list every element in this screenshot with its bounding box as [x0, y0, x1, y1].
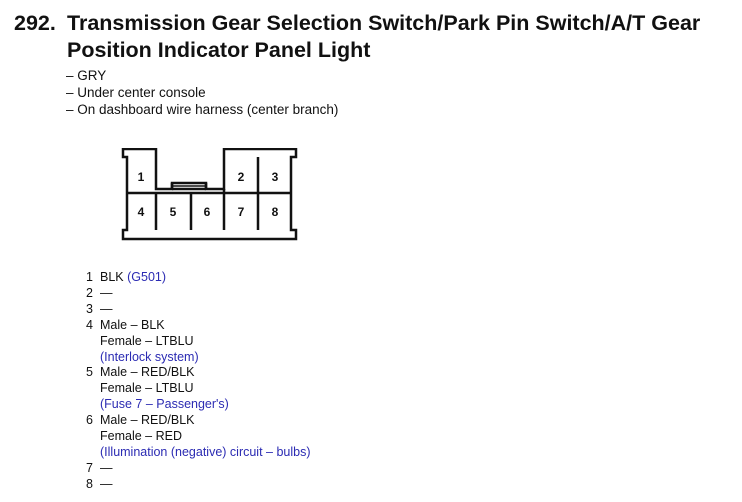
spec-location: – Under center console	[66, 85, 206, 100]
pin-body: Male – RED/BLK Female – RED (Illuminatio…	[100, 413, 311, 461]
pin-wire-male: Male – RED/BLK	[100, 365, 195, 380]
pin-body: —	[100, 286, 113, 302]
pin-number: 8	[86, 476, 93, 491]
pin-wire: —	[100, 301, 113, 316]
pin-body: —	[100, 477, 113, 493]
pin-item-4: 4 Male – BLK Female – LTBLU (Interlock s…	[86, 318, 311, 366]
title-number-spacer	[14, 37, 67, 64]
pin-item-6: 6 Male – RED/BLK Female – RED (Illuminat…	[86, 413, 311, 461]
pin-body: BLK (G501)	[100, 270, 166, 286]
pin-wire: —	[100, 476, 113, 491]
pin-item-7: 7 —	[86, 461, 311, 477]
connector-specs: – GRY – Under center console – On dashbo…	[66, 67, 338, 118]
pin-list: 1 BLK (G501) 2 — 3 — 4 Male – BLK Female…	[86, 270, 311, 493]
pin-item-1: 1 BLK (G501)	[86, 270, 311, 286]
pin-label-8: 8	[272, 205, 279, 219]
pin-label-5: 5	[170, 205, 177, 219]
pin-wire-male: Male – RED/BLK	[100, 413, 195, 428]
pin-body: Male – RED/BLK Female – LTBLU (Fuse 7 – …	[100, 365, 229, 413]
pin-label-7: 7	[238, 205, 245, 219]
pin-number: 5	[86, 365, 93, 380]
pin-item-5: 5 Male – RED/BLK Female – LTBLU (Fuse 7 …	[86, 365, 311, 413]
title-line-2: Position Indicator Panel Light	[67, 38, 371, 62]
connector-inner-walls	[127, 157, 291, 230]
title-row-1: 292. Transmission Gear Selection Switch/…	[14, 10, 734, 37]
pin-label-3: 3	[272, 170, 279, 184]
spec-color: – GRY	[66, 68, 107, 83]
page-title: 292. Transmission Gear Selection Switch/…	[14, 10, 734, 64]
pin-number: 4	[86, 317, 93, 332]
pin-circuit-link[interactable]: (Fuse 7 – Passenger's)	[100, 397, 229, 412]
pin-wire-male: Male – BLK	[100, 317, 165, 332]
connector-diagram: 1 2 3 4 5 6 7 8	[121, 148, 298, 241]
pin-label-4: 4	[138, 205, 145, 219]
spec-harness: – On dashboard wire harness (center bran…	[66, 102, 339, 117]
pin-desc-line: BLK (G501)	[100, 270, 166, 286]
pin-wire-female: Female – LTBLU	[100, 333, 194, 348]
pin-wire: —	[100, 285, 113, 300]
pin-number: 2	[86, 285, 93, 300]
pin-body: Male – BLK Female – LTBLU (Interlock sys…	[100, 318, 199, 366]
pin-circuit-link[interactable]: (Illumination (negative) circuit – bulbs…	[100, 444, 311, 459]
pin-wire-female: Female – RED	[100, 429, 182, 444]
pin-body: —	[100, 302, 113, 318]
pin-label-6: 6	[204, 205, 211, 219]
title-row-2: Position Indicator Panel Light	[14, 37, 734, 64]
pin-number: 7	[86, 460, 93, 475]
pin-label-2: 2	[238, 170, 245, 184]
pin-ground-link[interactable]: (G501)	[127, 270, 167, 284]
title-line-1: Transmission Gear Selection Switch/Park …	[67, 11, 701, 35]
pin-item-8: 8 —	[86, 477, 311, 493]
pin-wire: BLK	[100, 270, 124, 284]
pin-label-1: 1	[138, 170, 145, 184]
pin-wire: —	[100, 460, 113, 475]
pin-circuit-link[interactable]: (Interlock system)	[100, 349, 199, 364]
pin-number: 1	[86, 270, 93, 284]
pin-body: —	[100, 461, 113, 477]
pin-number: 3	[86, 301, 93, 316]
pin-number: 6	[86, 413, 93, 428]
pin-wire-female: Female – LTBLU	[100, 381, 194, 396]
pin-item-3: 3 —	[86, 302, 311, 318]
pin-item-2: 2 —	[86, 286, 311, 302]
title-number: 292.	[14, 11, 56, 35]
